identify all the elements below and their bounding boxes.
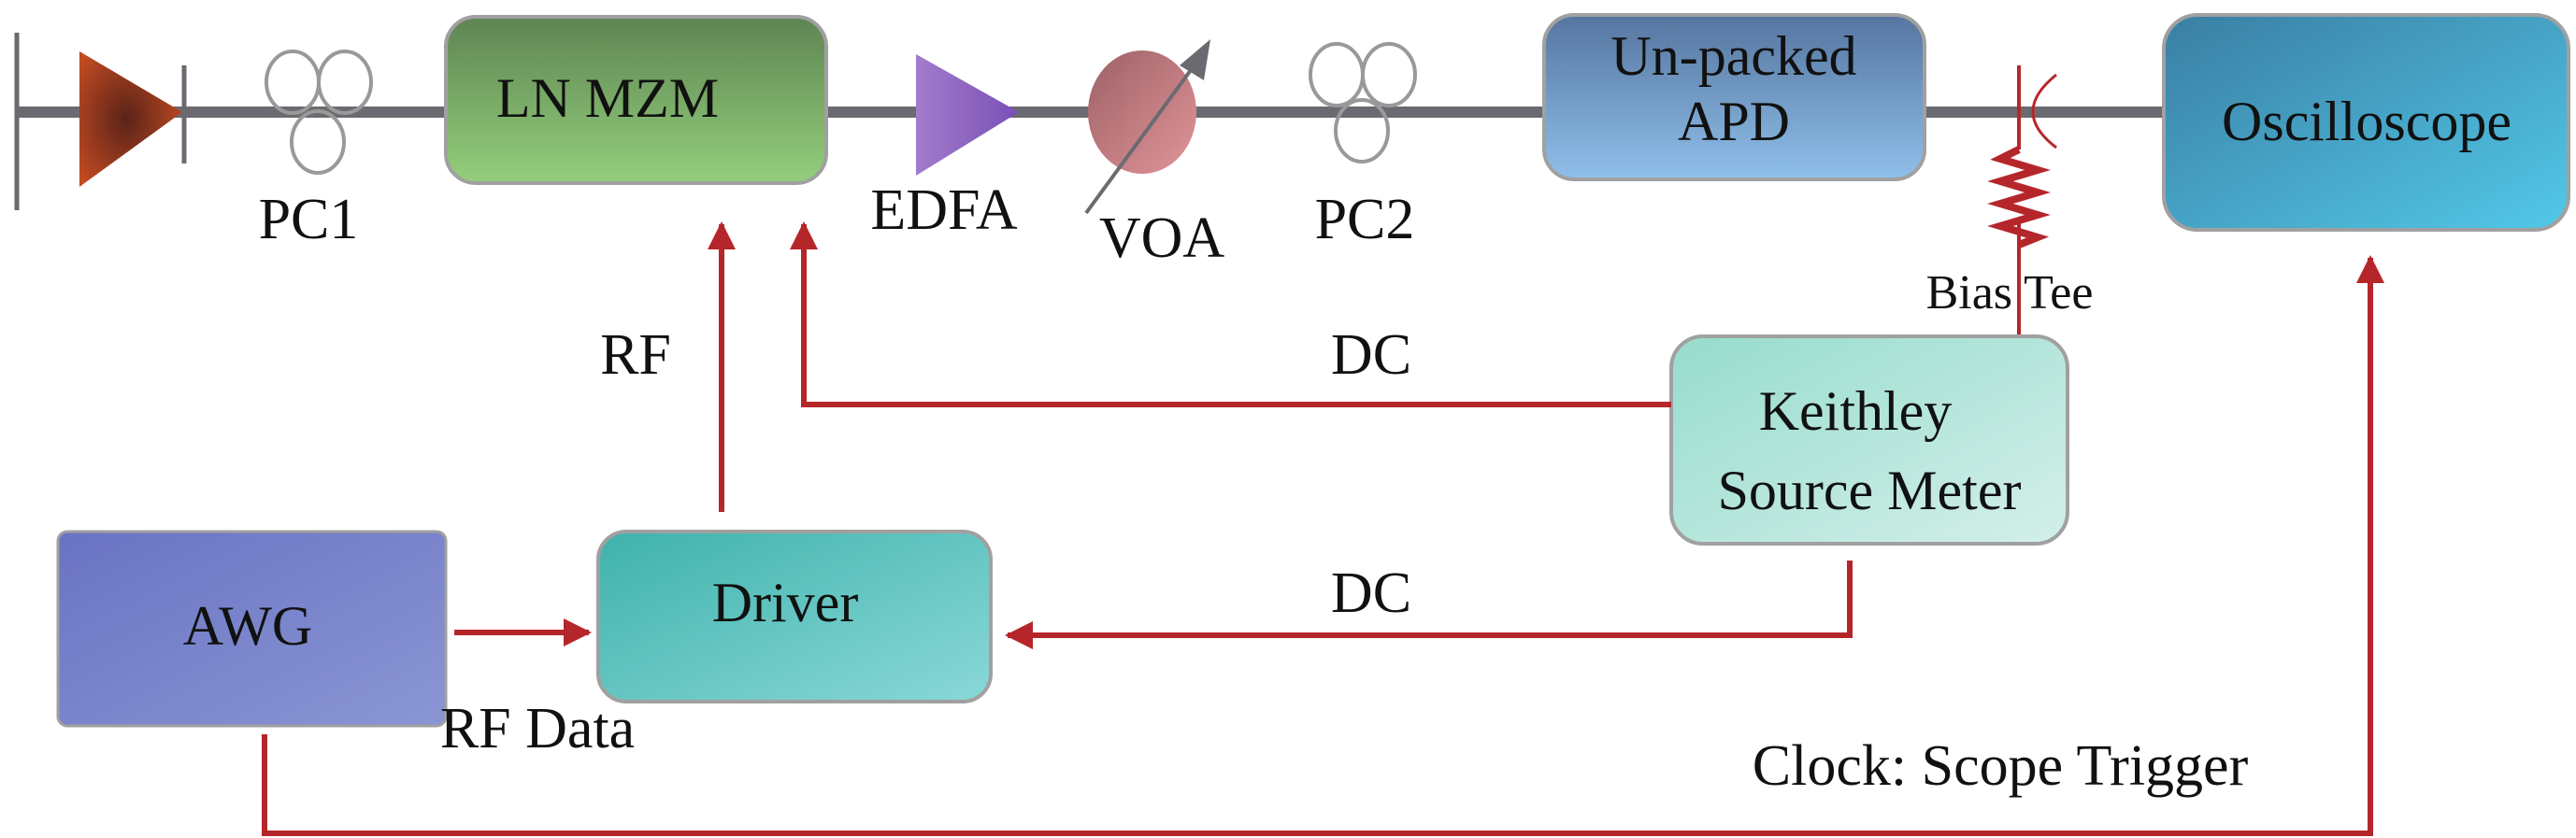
polarization-controller-2-icon: [1309, 42, 1417, 163]
voa-label: VOA: [1099, 206, 1225, 270]
mzm-label: LN MZM: [496, 67, 719, 129]
driver-label: Driver: [712, 572, 859, 633]
bias-tee-icon: [1987, 65, 2057, 338]
mzm-box: [444, 15, 828, 185]
bias-tee-label: Bias Tee: [1926, 266, 2094, 320]
clock-trigger-label: Clock: Scope Trigger: [1753, 734, 2249, 798]
voa-icon: [1088, 50, 1196, 174]
dc-driver-label: DC: [1331, 561, 1411, 625]
polarization-controller-1-icon: [265, 50, 373, 175]
rf-data-label: RF Data: [440, 697, 635, 760]
awg-label: AWG: [183, 595, 313, 657]
pc2-label: PC2: [1315, 188, 1415, 251]
edfa-label: EDFA: [870, 178, 1018, 242]
clock-trigger-signal-line: [262, 255, 2384, 836]
dc-mzm-label: DC: [1331, 323, 1411, 387]
apd-label-line2: APD: [1678, 91, 1790, 152]
apd-label-line1: Un-packed: [1610, 25, 1856, 87]
oscilloscope-box: [2162, 13, 2570, 232]
oscilloscope-label: Oscilloscope: [2222, 91, 2512, 152]
voa-adjust-arrow-icon: [1084, 54, 1203, 215]
keithley-label-line1: Keithley: [1759, 380, 1953, 442]
pc1-label: PC1: [259, 188, 359, 251]
keithley-label-line2: Source Meter: [1718, 460, 2022, 521]
dc-mzm-signal-line: [790, 221, 1671, 407]
keithley-box: [1669, 334, 2069, 546]
awg-box: [56, 530, 448, 728]
laser-diode-icon: [79, 51, 187, 187]
rf-label: RF: [600, 323, 671, 387]
driver-box: [596, 530, 993, 703]
dc-driver-signal-line: [1005, 561, 1853, 649]
apd-box: [1542, 13, 1926, 181]
edfa-icon: [916, 54, 1019, 176]
